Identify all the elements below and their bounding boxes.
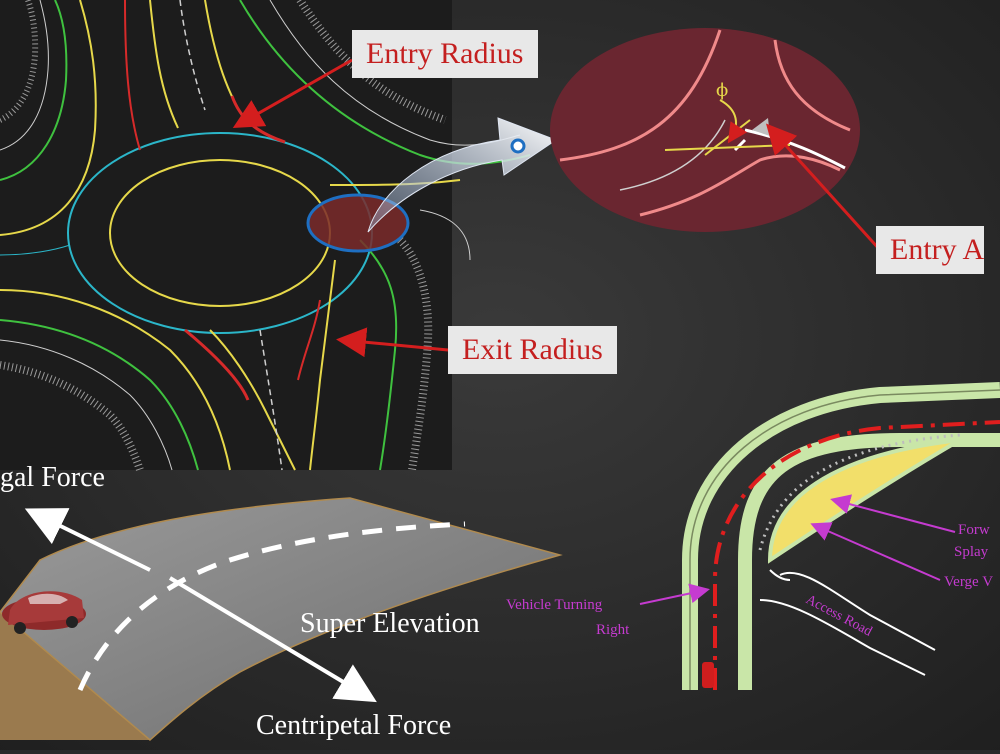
vehicle-turning-label-line2: Right [596, 622, 630, 638]
forward-visibility-splay [767, 438, 962, 564]
super-elevation-drawing [0, 497, 563, 741]
centrifugal-arrow [24, 508, 151, 572]
entry-angle-pointer [765, 123, 882, 252]
entry-radius-pointer [232, 58, 353, 128]
forward-splay-pointer [830, 494, 956, 533]
entry-angle-label: Entry A [876, 226, 985, 274]
centripetal-arrow [168, 576, 377, 703]
junction-drawing [682, 382, 1000, 690]
verge-label: Verge V [944, 574, 994, 590]
forward-splay-label: Forw [958, 522, 990, 538]
entry-angle-detail [550, 28, 860, 232]
vehicle-turning-pointer [639, 583, 710, 605]
vehicle-turning-label: Vehicle Turning [506, 597, 603, 613]
zoom-arrow-dot [510, 138, 526, 154]
zoom-arrow [367, 117, 558, 233]
exit-radius-label: Exit Radius [448, 326, 617, 374]
vehicle-marker [702, 662, 714, 688]
exit-radius-pointer [336, 327, 449, 358]
verge-pointer [810, 522, 941, 581]
road-centerline [77, 521, 466, 691]
centrifugal-force-label: gal Force [0, 462, 105, 493]
car-illustration [2, 591, 86, 634]
forward-splay-label-line2: Splay [954, 544, 989, 560]
vehicle-path-line [713, 420, 1000, 690]
centripetal-force-label: Centripetal Force [256, 710, 452, 741]
road-surface [0, 497, 563, 741]
detail-ellipse [550, 28, 860, 232]
roundabout-drawing [0, 0, 531, 472]
super-elevation-label: Super Elevation [300, 608, 480, 639]
entry-radius-label: Entry Radius [352, 30, 538, 78]
phi-symbol: ϕ [716, 80, 728, 101]
